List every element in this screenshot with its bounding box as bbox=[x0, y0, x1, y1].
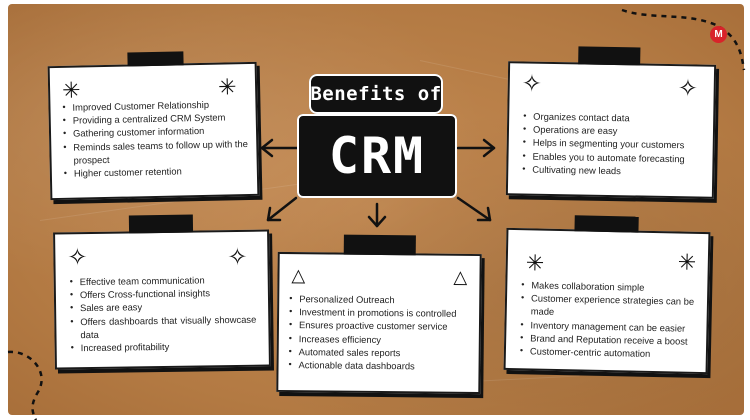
tape bbox=[127, 51, 184, 67]
list-item: Cultivating new leads bbox=[522, 162, 708, 178]
title-main-box: CRM bbox=[297, 114, 457, 198]
benefit-list: Improved Customer Relationship Providing… bbox=[62, 97, 249, 180]
arrow-left bbox=[260, 138, 300, 158]
list-item: Offers dashboards that visually showcase… bbox=[70, 312, 256, 341]
title-line2: CRM bbox=[328, 127, 426, 185]
asterisk-icon: ✳ bbox=[217, 74, 237, 100]
diamond-sparkle-icon: ✧ bbox=[227, 243, 248, 272]
list-item: Reminds sales teams to follow up with th… bbox=[63, 137, 249, 167]
card-top-right: ✧ ✧ Organizes contact data Operations ar… bbox=[505, 46, 717, 199]
arrow-right bbox=[456, 138, 496, 158]
benefit-list: Organizes contact data Operations are ea… bbox=[522, 109, 709, 178]
list-item: Increased profitability bbox=[71, 339, 257, 355]
tape bbox=[578, 46, 641, 66]
list-item: Higher customer retention bbox=[64, 163, 249, 180]
list-item: Customer experience strategies can be ma… bbox=[521, 291, 704, 321]
list-item: Customer-centric automation bbox=[520, 344, 702, 361]
card-bottom-right: ✳ ✳ Makes collaboration simple Customer … bbox=[503, 215, 711, 375]
triangle-icon: △ bbox=[291, 265, 306, 286]
benefit-list: Makes collaboration simple Customer expe… bbox=[520, 278, 704, 361]
card-bottom-left: ✧ ✧ Effective team communication Offers … bbox=[53, 214, 271, 370]
title-line1: Benefits of bbox=[310, 83, 442, 105]
asterisk-icon: ✳ bbox=[677, 249, 697, 275]
asterisk-icon: ✳ bbox=[525, 250, 545, 276]
tape bbox=[128, 214, 194, 234]
card-bottom-center: △ △ Personalized Outreach Investment in … bbox=[276, 234, 482, 395]
arrow-down-left bbox=[266, 196, 298, 222]
tape bbox=[343, 234, 416, 256]
list-item: Actionable data dashboards bbox=[288, 358, 478, 373]
diamond-sparkle-icon: ✧ bbox=[67, 244, 88, 272]
benefit-list: Personalized Outreach Investment in prom… bbox=[288, 292, 479, 373]
arrow-down bbox=[367, 202, 387, 228]
triangle-icon: △ bbox=[453, 266, 468, 287]
card-top-left: ✳ ✳ Improved Customer Relationship Provi… bbox=[47, 51, 260, 201]
tape bbox=[574, 215, 639, 233]
brand-logo: M bbox=[710, 26, 727, 43]
diamond-sparkle-icon: ✧ bbox=[677, 75, 699, 103]
benefit-list: Effective team communication Offers Cros… bbox=[70, 273, 257, 355]
arrow-down-right bbox=[456, 196, 492, 222]
diamond-sparkle-icon: ✧ bbox=[521, 70, 543, 98]
asterisk-icon: ✳ bbox=[61, 77, 81, 103]
title-top-box: Benefits of bbox=[309, 74, 443, 114]
